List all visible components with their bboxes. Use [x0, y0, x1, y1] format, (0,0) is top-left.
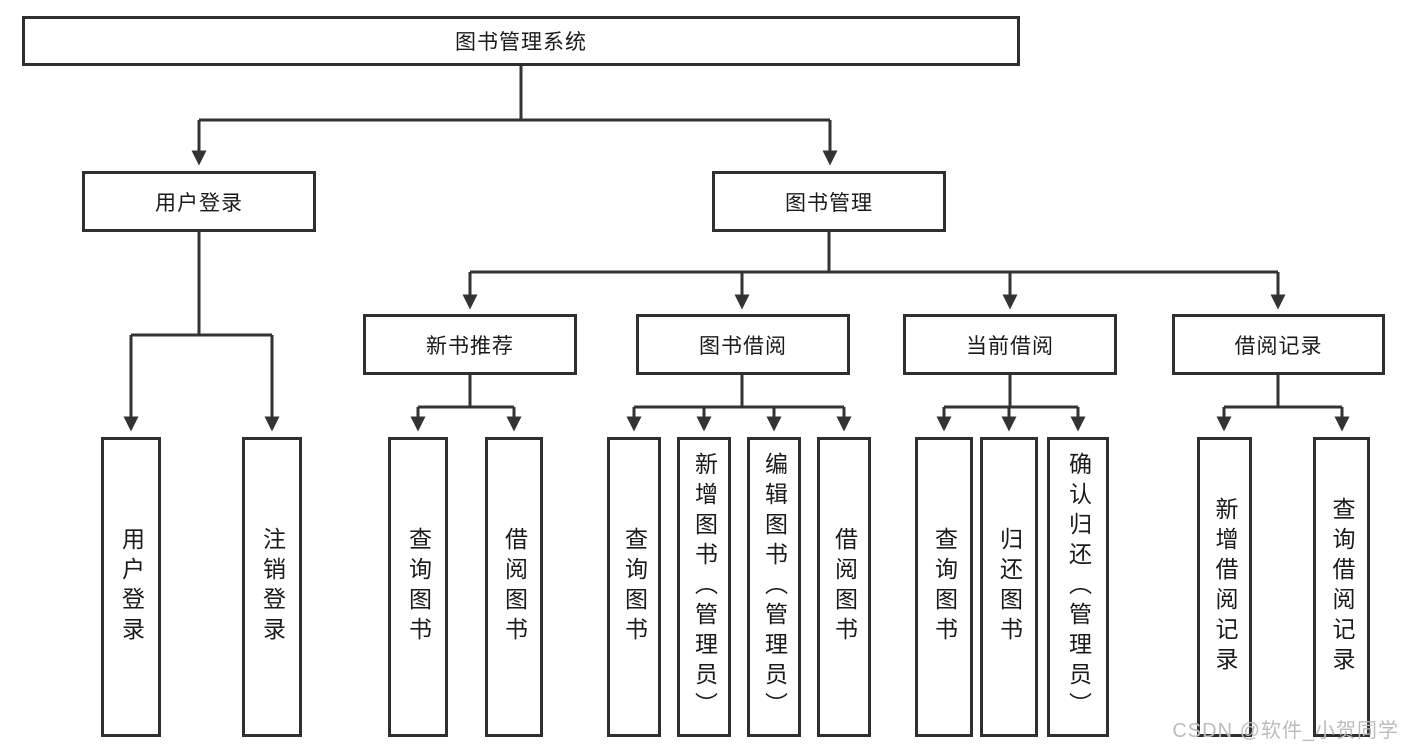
node-new-book-recommend: 新书推荐: [363, 314, 577, 375]
node-leaf-add-book-admin: 新增图书（管理员）: [677, 437, 731, 737]
node-current-borrow: 当前借阅: [903, 314, 1117, 375]
node-leaf-edit-book-admin: 编辑图书（管理员）: [747, 437, 801, 737]
node-leaf-query-borrow-record: 查询借阅记录: [1313, 437, 1370, 737]
node-user-login: 用户登录: [82, 171, 316, 232]
node-leaf-add-borrow-record: 新增借阅记录: [1197, 437, 1252, 737]
node-leaf-user-login: 用户登录: [101, 437, 161, 737]
node-leaf-query-book-1: 查询图书: [388, 437, 448, 737]
csdn-watermark: CSDN @软件_小贺同学: [1172, 720, 1399, 742]
node-leaf-borrow-book-1: 借阅图书: [485, 437, 543, 737]
node-borrow-record: 借阅记录: [1172, 314, 1385, 375]
node-leaf-confirm-return-admin: 确认归还（管理员）: [1047, 437, 1109, 737]
node-leaf-query-book-3: 查询图书: [915, 437, 973, 737]
node-leaf-return-book: 归还图书: [980, 437, 1038, 737]
node-leaf-borrow-book-2: 借阅图书: [817, 437, 871, 737]
node-book-management: 图书管理: [712, 171, 946, 232]
node-leaf-logout: 注销登录: [242, 437, 302, 737]
node-leaf-query-book-2: 查询图书: [607, 437, 661, 737]
node-book-borrow: 图书借阅: [636, 314, 850, 375]
node-library-management-system: 图书管理系统: [22, 16, 1020, 66]
